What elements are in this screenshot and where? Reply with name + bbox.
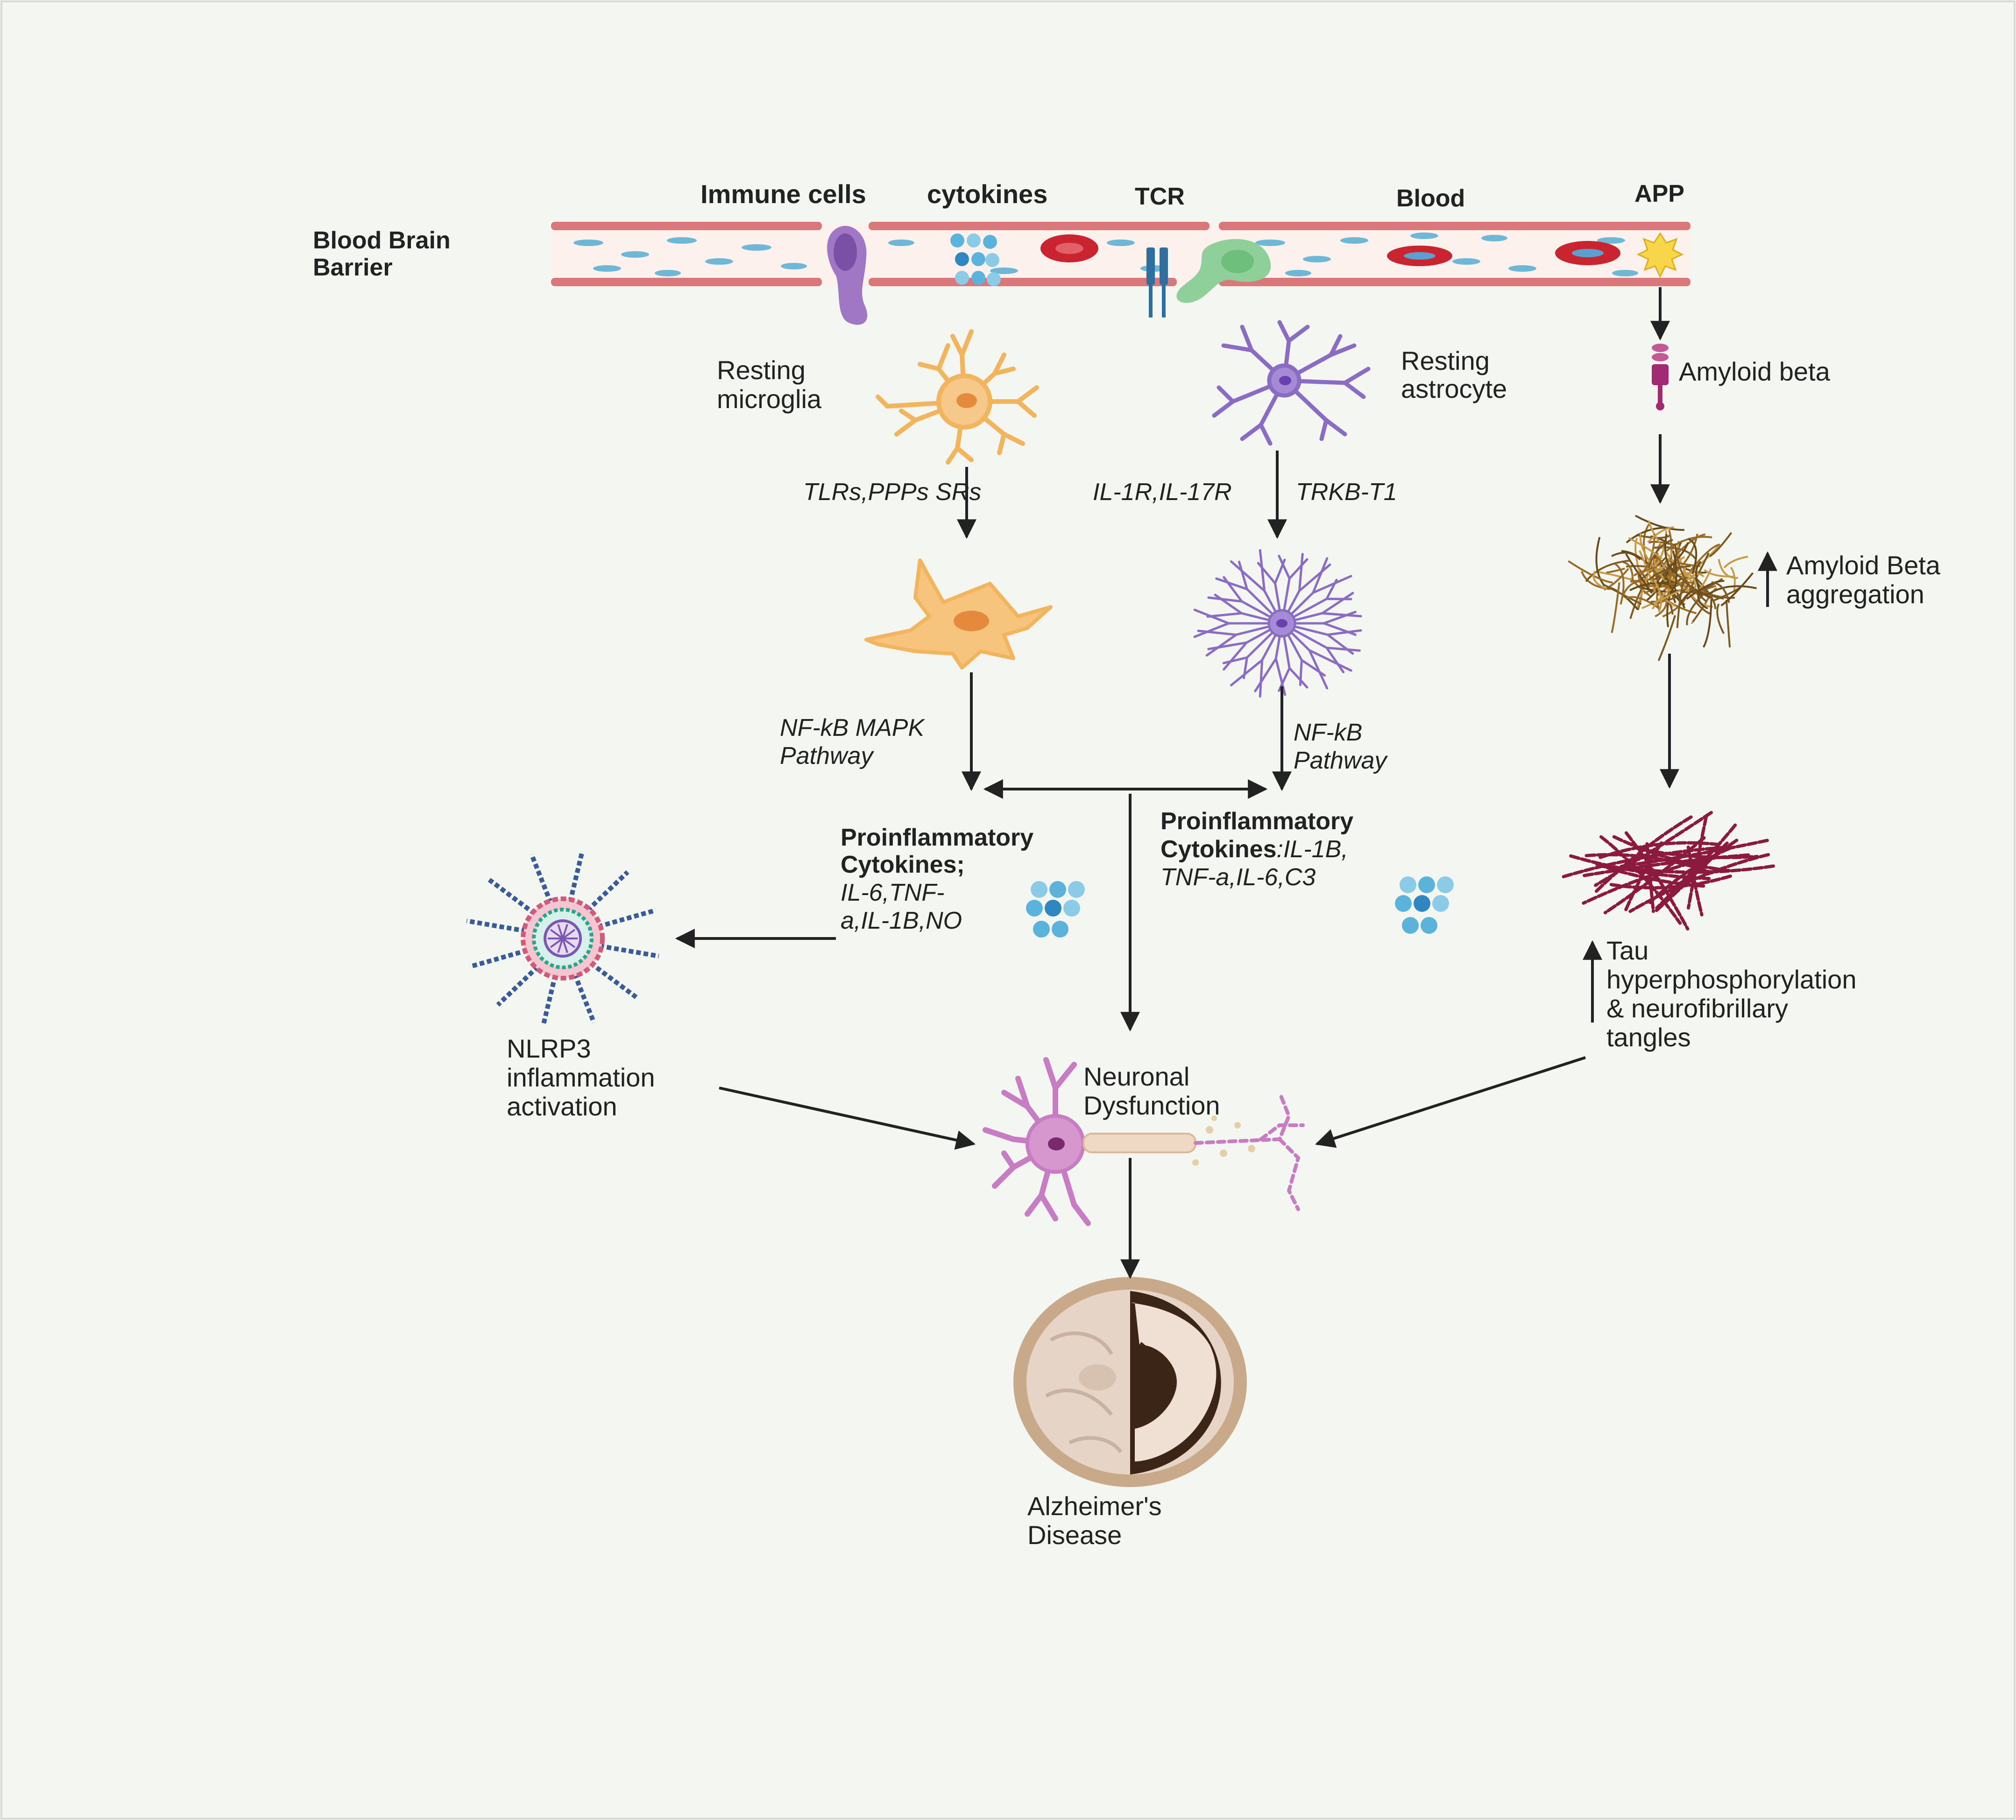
neuronal-dysfunction-label-2: Dysfunction: [1083, 1091, 1220, 1120]
arrow-tau-to-neuron: [1315, 1056, 1586, 1148]
cytokine-cluster-icon: [1026, 881, 1085, 938]
astrocyte-cytokines-label-2: Cytokines:IL-1B,: [1160, 836, 1348, 863]
activated-microglia-icon: [864, 558, 1053, 670]
microglia-cytokines-label-3: IL-6,TNF-: [841, 879, 945, 906]
resting-microglia-icon: [876, 329, 1039, 465]
plasma-particles: [573, 233, 1638, 276]
amyloid-beta-label: Amyloid beta: [1679, 357, 1830, 386]
app-label: APP: [1634, 180, 1684, 207]
nlrp3-label-2: inflammation: [507, 1063, 655, 1092]
vessel-wall-bottom: [1219, 278, 1691, 286]
resting-astrocyte-icon: [1212, 320, 1371, 446]
monocyte-icon: [1176, 239, 1271, 303]
amyloid-beta-icon: [1652, 344, 1669, 410]
astrocyte-receptors-label-2: TRKB-T1: [1296, 479, 1397, 506]
alzheimers-label-1: Alzheimer's: [1027, 1491, 1162, 1521]
immune-cell-icon: [827, 226, 868, 325]
cytokines-label: cytokines: [927, 179, 1048, 209]
neuron-icon: [983, 1057, 1305, 1226]
nlrp3-inflammasome-icon: [466, 851, 659, 1026]
amyloid-plaque-icon: [1568, 515, 1757, 661]
blood-label: Blood: [1396, 185, 1465, 212]
t-cell-receptor-icon: [1146, 247, 1168, 317]
tau-label-2: hyperphosphorylation: [1606, 965, 1857, 994]
nlrp3-label-1: NLRP3: [507, 1034, 591, 1063]
vessel-wall-top: [1219, 222, 1691, 230]
vessel-wall-top: [551, 222, 822, 230]
microglia-cytokines-label-4: a,IL-1B,NO: [841, 907, 962, 934]
blood-vessel: [551, 222, 1691, 325]
microglia-pathway-label-2: Pathway: [780, 742, 873, 769]
alzheimers-label-2: Disease: [1027, 1520, 1122, 1550]
microglia-cytokines-label-1: Proinflammatory: [841, 824, 1034, 851]
vessel-wall-top: [869, 222, 1210, 230]
microglia-pathway-label-1: NF-kB MAPK: [780, 714, 925, 741]
resting-astrocyte-label-1: Resting: [1401, 346, 1490, 375]
microglia-cytokines-label-2: Cytokines;: [841, 851, 965, 878]
red-blood-cell-icon: [1387, 246, 1452, 266]
tau-label-1: Tau: [1606, 936, 1649, 965]
cytokine-cluster-icon: [1395, 876, 1454, 934]
astrocyte-cytokines-label-1: Proinflammatory: [1160, 808, 1354, 835]
red-blood-cell-icon: [1040, 234, 1098, 262]
immune-cells-label: Immune cells: [700, 179, 866, 209]
tau-label-3: & neurofibrillary: [1606, 994, 1789, 1023]
astrocyte-cytokines-label-2-bold: Cytokines: [1160, 836, 1277, 863]
reactive-astrocyte-icon: [1193, 549, 1362, 698]
app-icon: [1636, 232, 1684, 278]
neuronal-dysfunction-label-1: Neuronal: [1083, 1062, 1190, 1091]
brain-section-icon: [1013, 1277, 1247, 1487]
resting-astrocyte-label-2: astrocyte: [1401, 374, 1507, 403]
astrocyte-pathway-label-2: Pathway: [1294, 747, 1387, 774]
astrocyte-receptors-label-1: IL-1R,IL-17R: [1093, 479, 1232, 506]
astrocyte-cytokines-label-3: TNF-a,IL-6,C3: [1160, 864, 1316, 891]
nlrp3-label-3: activation: [507, 1092, 617, 1121]
vessel-wall-bottom: [869, 278, 1177, 286]
astrocyte-pathway-label-1: NF-kB: [1294, 719, 1363, 746]
amyloid-aggregation-label-1: Amyloid Beta: [1786, 550, 1940, 580]
microglia-receptors-label: TLRs,PPPs SRs: [803, 479, 982, 506]
amyloid-aggregation-label-2: aggregation: [1786, 579, 1924, 609]
tcr-label: TCR: [1135, 183, 1185, 210]
vessel-wall-bottom: [551, 278, 822, 286]
red-blood-cell-icon: [1555, 241, 1620, 265]
arrows: [675, 287, 1777, 1279]
bbb-label-1: Blood Brain: [313, 227, 451, 254]
cytokine-cluster-icon: [950, 233, 1001, 286]
arrow-nlrp3-to-neuron: [719, 1086, 976, 1150]
resting-microglia-label-2: microglia: [717, 384, 822, 414]
neurofibrillary-tangle-icon: [1559, 811, 1775, 931]
bbb-label-2: Barrier: [313, 254, 393, 281]
resting-microglia-label-1: Resting: [717, 355, 806, 385]
astrocyte-cytokines-label-2-italic: :IL-1B,: [1276, 836, 1348, 863]
tau-label-4: tangles: [1606, 1023, 1691, 1052]
